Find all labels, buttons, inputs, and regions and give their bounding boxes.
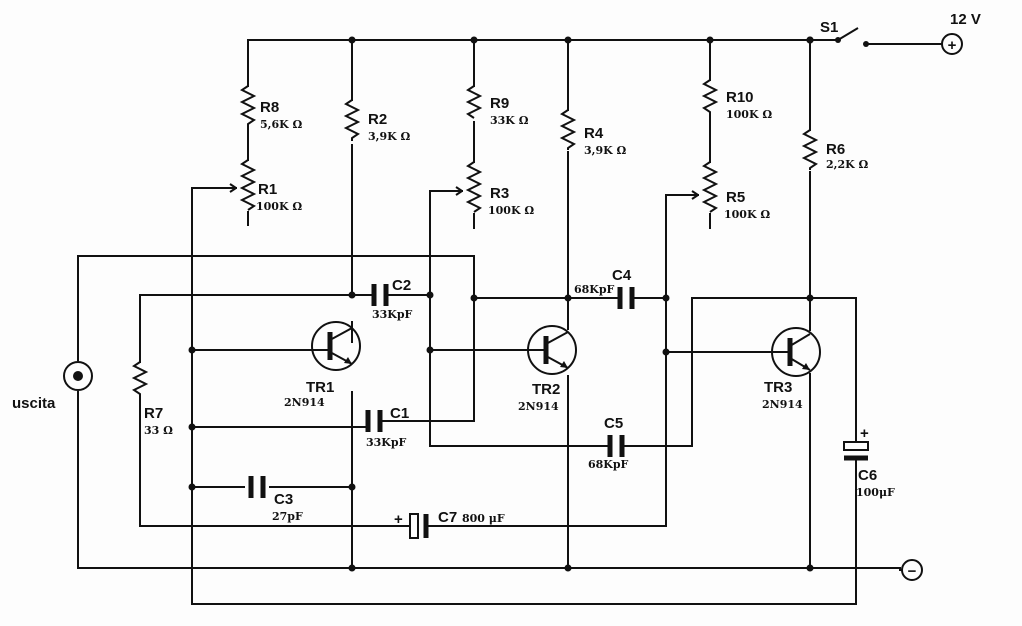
r7-name: R7 [144, 405, 163, 422]
resistor-r4 [559, 109, 577, 150]
capacitor-c6 [843, 439, 869, 467]
tr3-model: 2N914 [762, 398, 803, 411]
r9-value: 33K Ω [490, 114, 529, 127]
capacitor-c1 [363, 410, 389, 432]
resistor-r7 [131, 361, 149, 398]
capacitor-c7 [403, 513, 431, 539]
c3-name: C3 [274, 491, 293, 508]
r7-value: 33 Ω [144, 424, 173, 437]
r3-value: 100K Ω [488, 204, 534, 217]
c5-name: C5 [604, 415, 623, 432]
c5-value: 68KpF [588, 458, 629, 471]
resistor-r9 [465, 85, 483, 119]
r5-value: 100K Ω [724, 208, 770, 221]
tr2-model: 2N914 [518, 400, 559, 413]
c2-value: 33KpF [372, 308, 413, 321]
resistor-r8 [239, 85, 257, 130]
r8-value: 5,6K Ω [260, 118, 303, 131]
negative-terminal: − [901, 559, 923, 581]
switch-label: S1 [820, 19, 838, 36]
junction-dots [188, 36, 814, 572]
minus-symbol: − [908, 563, 917, 580]
capacitor-c3 [248, 476, 266, 498]
r2-name: R2 [368, 111, 387, 128]
resistor-r2 [343, 99, 361, 141]
tr1-model: 2N914 [284, 396, 325, 409]
capacitors [248, 284, 869, 539]
transistor-tr2 [527, 325, 577, 375]
c6-value: 100μF [856, 486, 895, 499]
c7-name: C7 [438, 509, 457, 526]
r4-name: R4 [584, 125, 604, 142]
potentiometer-r5 [701, 161, 719, 213]
supply-voltage: 12 V [950, 11, 981, 28]
plus-symbol: + [948, 37, 957, 54]
r1-value: 100K Ω [256, 200, 302, 213]
c1-name: C1 [390, 405, 409, 422]
potentiometer-r1 [239, 159, 257, 211]
c7-polarity: + [394, 511, 403, 528]
r8-name: R8 [260, 99, 279, 116]
r2-value: 3,9K Ω [368, 130, 411, 143]
transistor-tr3 [771, 327, 821, 377]
tr3-name: TR3 [764, 379, 792, 396]
c2-name: C2 [392, 277, 411, 294]
capacitor-c5 [603, 435, 629, 457]
resistors [131, 79, 819, 398]
c1-value: 33KpF [366, 436, 407, 449]
r10-name: R10 [726, 89, 754, 106]
r6-name: R6 [826, 141, 845, 158]
capacitor-c2 [369, 284, 393, 306]
r3-name: R3 [490, 185, 509, 202]
c7-value: 800 μF [462, 512, 505, 525]
output-label: uscita [12, 395, 56, 412]
positive-terminal: + [941, 33, 963, 55]
switch-s1 [835, 27, 869, 47]
tr1-name: TR1 [306, 379, 334, 396]
c4-name: C4 [612, 267, 632, 284]
c6-name: C6 [858, 467, 877, 484]
r9-name: R9 [490, 95, 509, 112]
r5-name: R5 [726, 189, 745, 206]
potentiometer-r3 [465, 161, 483, 213]
r6-value: 2,2K Ω [826, 158, 869, 171]
c4-value: 68KpF [574, 283, 615, 296]
transistor-tr1 [311, 321, 361, 371]
capacitor-c4 [611, 287, 641, 309]
output-jack [63, 361, 93, 391]
resistor-r6 [801, 129, 819, 170]
r1-name: R1 [258, 181, 277, 198]
r10-value: 100K Ω [726, 108, 772, 121]
tr2-name: TR2 [532, 381, 560, 398]
c6-polarity: + [860, 425, 869, 442]
resistor-r10 [701, 79, 719, 118]
r4-value: 3,9K Ω [584, 144, 627, 157]
c3-value: 27pF [272, 510, 303, 523]
